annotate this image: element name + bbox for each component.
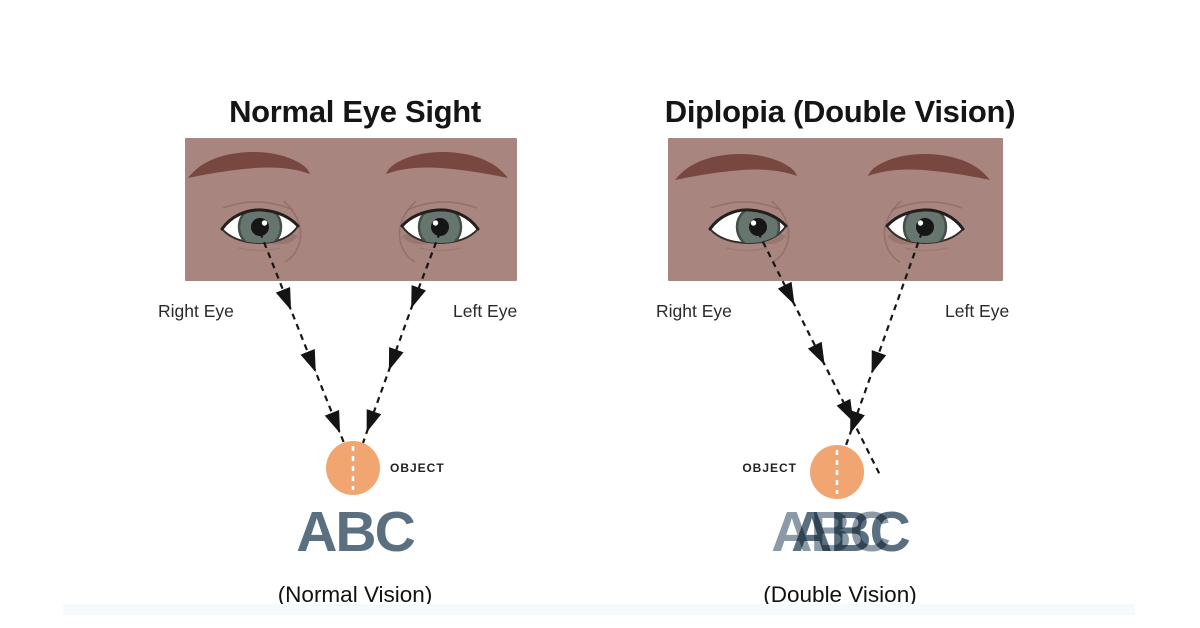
left-panel-title: Normal Eye Sight — [229, 94, 481, 129]
gaze-line-right-eye — [258, 231, 346, 444]
right-panel-left-eye-label: Left Eye — [945, 301, 1010, 321]
right-panel-title: Diplopia (Double Vision) — [664, 94, 1016, 129]
right-panel-caption: (Double Vision) — [763, 582, 917, 607]
gaze-line-left-eye — [361, 231, 442, 444]
left-panel-object-label: OBJECT — [390, 461, 445, 475]
abc-ghost-text: ABC — [771, 500, 890, 564]
double-vision-illustration — [668, 138, 1003, 499]
right-panel-right-eye-label: Right Eye — [656, 301, 732, 321]
abc-text: ABC — [296, 500, 415, 564]
left-panel-right-eye-label: Right Eye — [158, 301, 234, 321]
gaze-line-left-eye — [843, 231, 924, 449]
normal-vision-illustration — [185, 138, 517, 495]
bottom-accent-strip — [63, 604, 1135, 615]
face-rect — [668, 138, 1003, 281]
right-panel-object-label: OBJECT — [742, 461, 797, 475]
normal-vision-abc: ABC — [145, 502, 565, 566]
left-panel-caption: (Normal Vision) — [277, 582, 433, 607]
double-vision-abc: ABC ABC — [620, 502, 1060, 566]
left-panel-left-eye-label: Left Eye — [453, 301, 518, 321]
abc-main-text: ABC — [791, 500, 910, 564]
